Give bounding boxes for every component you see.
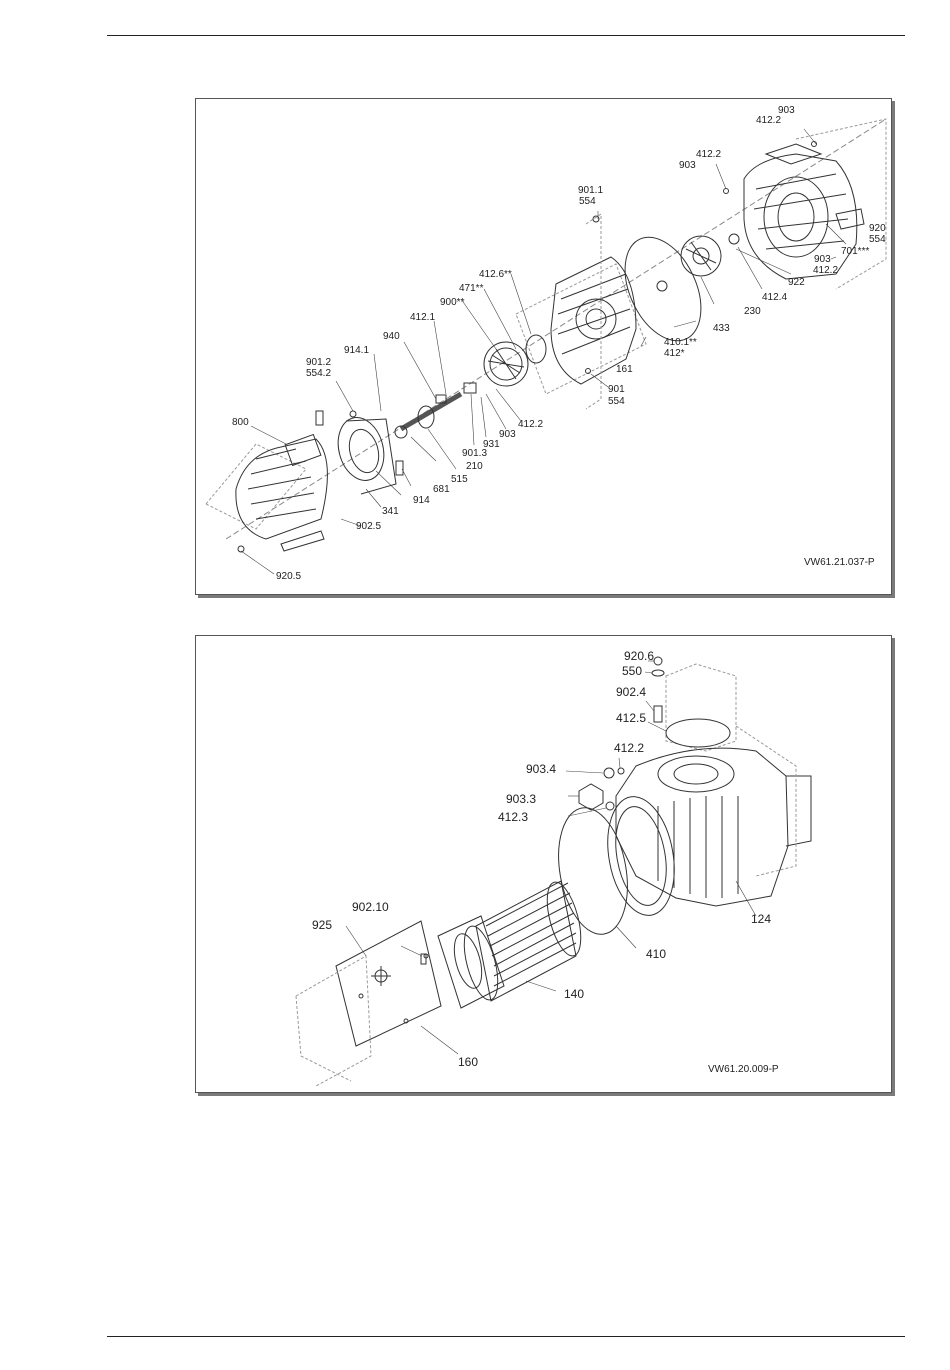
label-922: 922 (788, 277, 805, 288)
label-515: 515 (451, 474, 468, 485)
label-412-6: 412.6** (479, 269, 512, 280)
label-412-3: 412.3 (498, 810, 529, 824)
label-554-2: 554.2 (306, 368, 332, 379)
label-230: 230 (744, 306, 761, 317)
header-rule (107, 35, 905, 36)
label-914: 914 (413, 495, 430, 506)
footer-rule (107, 1336, 905, 1337)
label-903: 903 (814, 254, 831, 265)
label-410-1: 410.1** (664, 337, 697, 348)
strainer-housing-drawing (295, 656, 812, 1087)
label-554: 554 (608, 396, 625, 407)
label-903: 903 (499, 429, 516, 440)
label-161: 161 (616, 364, 633, 375)
label-901: 901 (608, 384, 625, 395)
label-471: 471** (459, 283, 484, 294)
label-341: 341 (382, 506, 399, 517)
label-903-4: 903.4 (526, 762, 557, 776)
label-900: 900** (440, 297, 465, 308)
pump-motor-drawing (205, 118, 887, 575)
label-902-5: 902.5 (356, 521, 382, 532)
label-433: 433 (713, 323, 730, 334)
label-412-5: 412.5 (616, 711, 647, 725)
label-800: 800 (232, 417, 249, 428)
label-920-5: 920.5 (276, 571, 302, 582)
label-903: 903 (679, 160, 696, 171)
label-412-2: 412.2 (614, 741, 645, 755)
label-412-2: 412.2 (756, 115, 782, 126)
label-701: 701*** (841, 246, 870, 257)
label-903-3: 903.3 (506, 792, 537, 806)
label-124: 124 (751, 912, 772, 926)
exploded-view-pump-motor: 903 412.2 412.2 903 901.1 554 920 554 70… (195, 98, 892, 595)
label-412-1: 412.1 (410, 312, 436, 323)
label-681: 681 (433, 484, 450, 495)
drawing-reference: VW61.20.009-P (708, 1064, 779, 1075)
label-901-3: 901.3 (462, 448, 488, 459)
label-210: 210 (466, 461, 483, 472)
exploded-view-strainer-housing: 920.6 550 902.4 412.5 412.2 903.4 903.3 … (195, 635, 892, 1093)
label-160: 160 (458, 1055, 479, 1069)
label-140: 140 (564, 987, 585, 1001)
label-412-4: 412.4 (762, 292, 788, 303)
label-410: 410 (646, 947, 667, 961)
label-901-2: 901.2 (306, 357, 332, 368)
label-554: 554 (869, 234, 886, 245)
label-902-10: 902.10 (352, 900, 389, 914)
label-550: 550 (622, 664, 643, 678)
label-903: 903 (778, 105, 795, 116)
label-931: 931 (483, 439, 500, 450)
label-925: 925 (312, 918, 333, 932)
label-940: 940 (383, 331, 400, 342)
drawing-reference: VW61.21.037-P (804, 557, 875, 568)
label-412-2: 412.2 (813, 265, 839, 276)
label-412-2: 412.2 (696, 149, 722, 160)
label-412: 412* (664, 348, 685, 359)
label-554: 554 (579, 196, 596, 207)
label-901-1: 901.1 (578, 185, 604, 196)
label-902-4: 902.4 (616, 685, 647, 699)
label-412-2: 412.2 (518, 419, 544, 430)
label-914-1: 914.1 (344, 345, 370, 356)
label-920: 920 (869, 223, 886, 234)
label-920-6: 920.6 (624, 649, 655, 663)
